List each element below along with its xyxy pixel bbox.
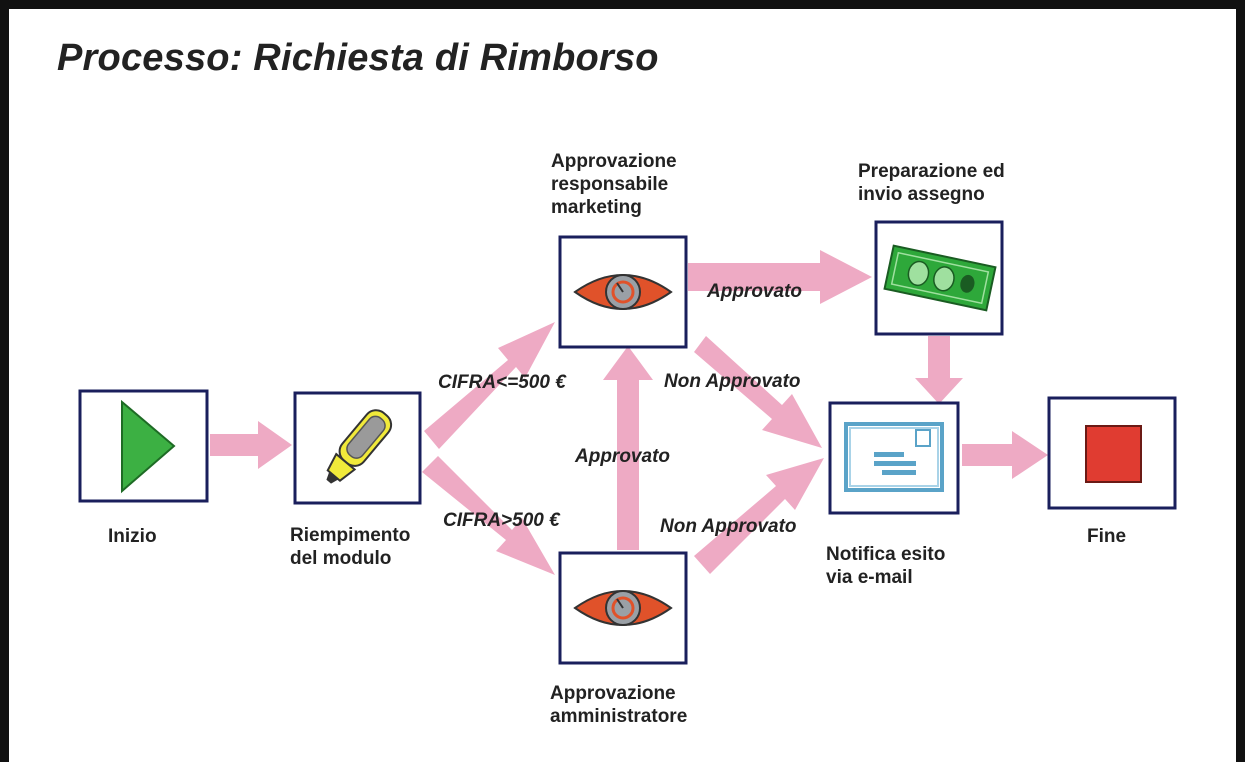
node-marketing (558, 235, 688, 349)
arrow-marketing-assegno (688, 250, 872, 304)
label-marketing: Approvazione responsabile marketing (551, 151, 682, 218)
arrow-assegno-notifica (915, 336, 963, 404)
node-fine (1047, 396, 1177, 510)
arrow-modulo-marketing (424, 322, 555, 449)
eye-icon (573, 274, 673, 310)
stop-icon (1085, 425, 1142, 483)
label-notifica: Notifica esito via e-mail (826, 544, 951, 588)
arrow-amministratore-marketing (603, 346, 653, 550)
label-amministratore: Approvazione amministratore (550, 683, 687, 727)
node-assegno (874, 220, 1004, 336)
edge-label-non-approvato-bottom: Non Approvato (660, 516, 797, 537)
edge-labels: CIFRA<=500 € CIFRA>500 € Approvato Appro… (438, 281, 802, 537)
eye-icon (573, 590, 673, 626)
node-amministratore (558, 551, 688, 665)
edge-label-cifra-le: CIFRA<=500 € (438, 372, 567, 393)
label-inizio: Inizio (108, 526, 157, 547)
label-fine: Fine (1087, 526, 1126, 547)
label-assegno: Preparazione ed invio assegno (858, 161, 1010, 205)
arrow-notifica-fine (962, 431, 1048, 479)
node-modulo (293, 391, 422, 505)
edge-label-non-approvato-top: Non Approvato (664, 371, 801, 392)
node-notifica (828, 401, 960, 515)
edge-label-cifra-gt: CIFRA>500 € (443, 510, 561, 531)
node-labels: Inizio Riempimento del modulo Approvazio… (108, 151, 1126, 727)
arrow-marketing-notifica (694, 336, 822, 448)
edge-label-approvato-mid: Approvato (574, 446, 670, 467)
arrow-amministratore-notifica (694, 458, 824, 574)
money-icon (883, 244, 997, 312)
play-icon (121, 399, 176, 494)
mail-icon (844, 422, 944, 492)
diagram-title: Processo: Richiesta di Rimborso (57, 37, 659, 79)
node-inizio (78, 389, 209, 503)
edge-label-approvato-top: Approvato (706, 281, 802, 302)
arrow-modulo-amministratore (422, 456, 555, 575)
arrow-inizio-modulo (210, 421, 292, 469)
highlighter-icon (326, 409, 393, 484)
label-modulo: Riempimento del modulo (290, 525, 416, 569)
arrows (210, 250, 1048, 575)
